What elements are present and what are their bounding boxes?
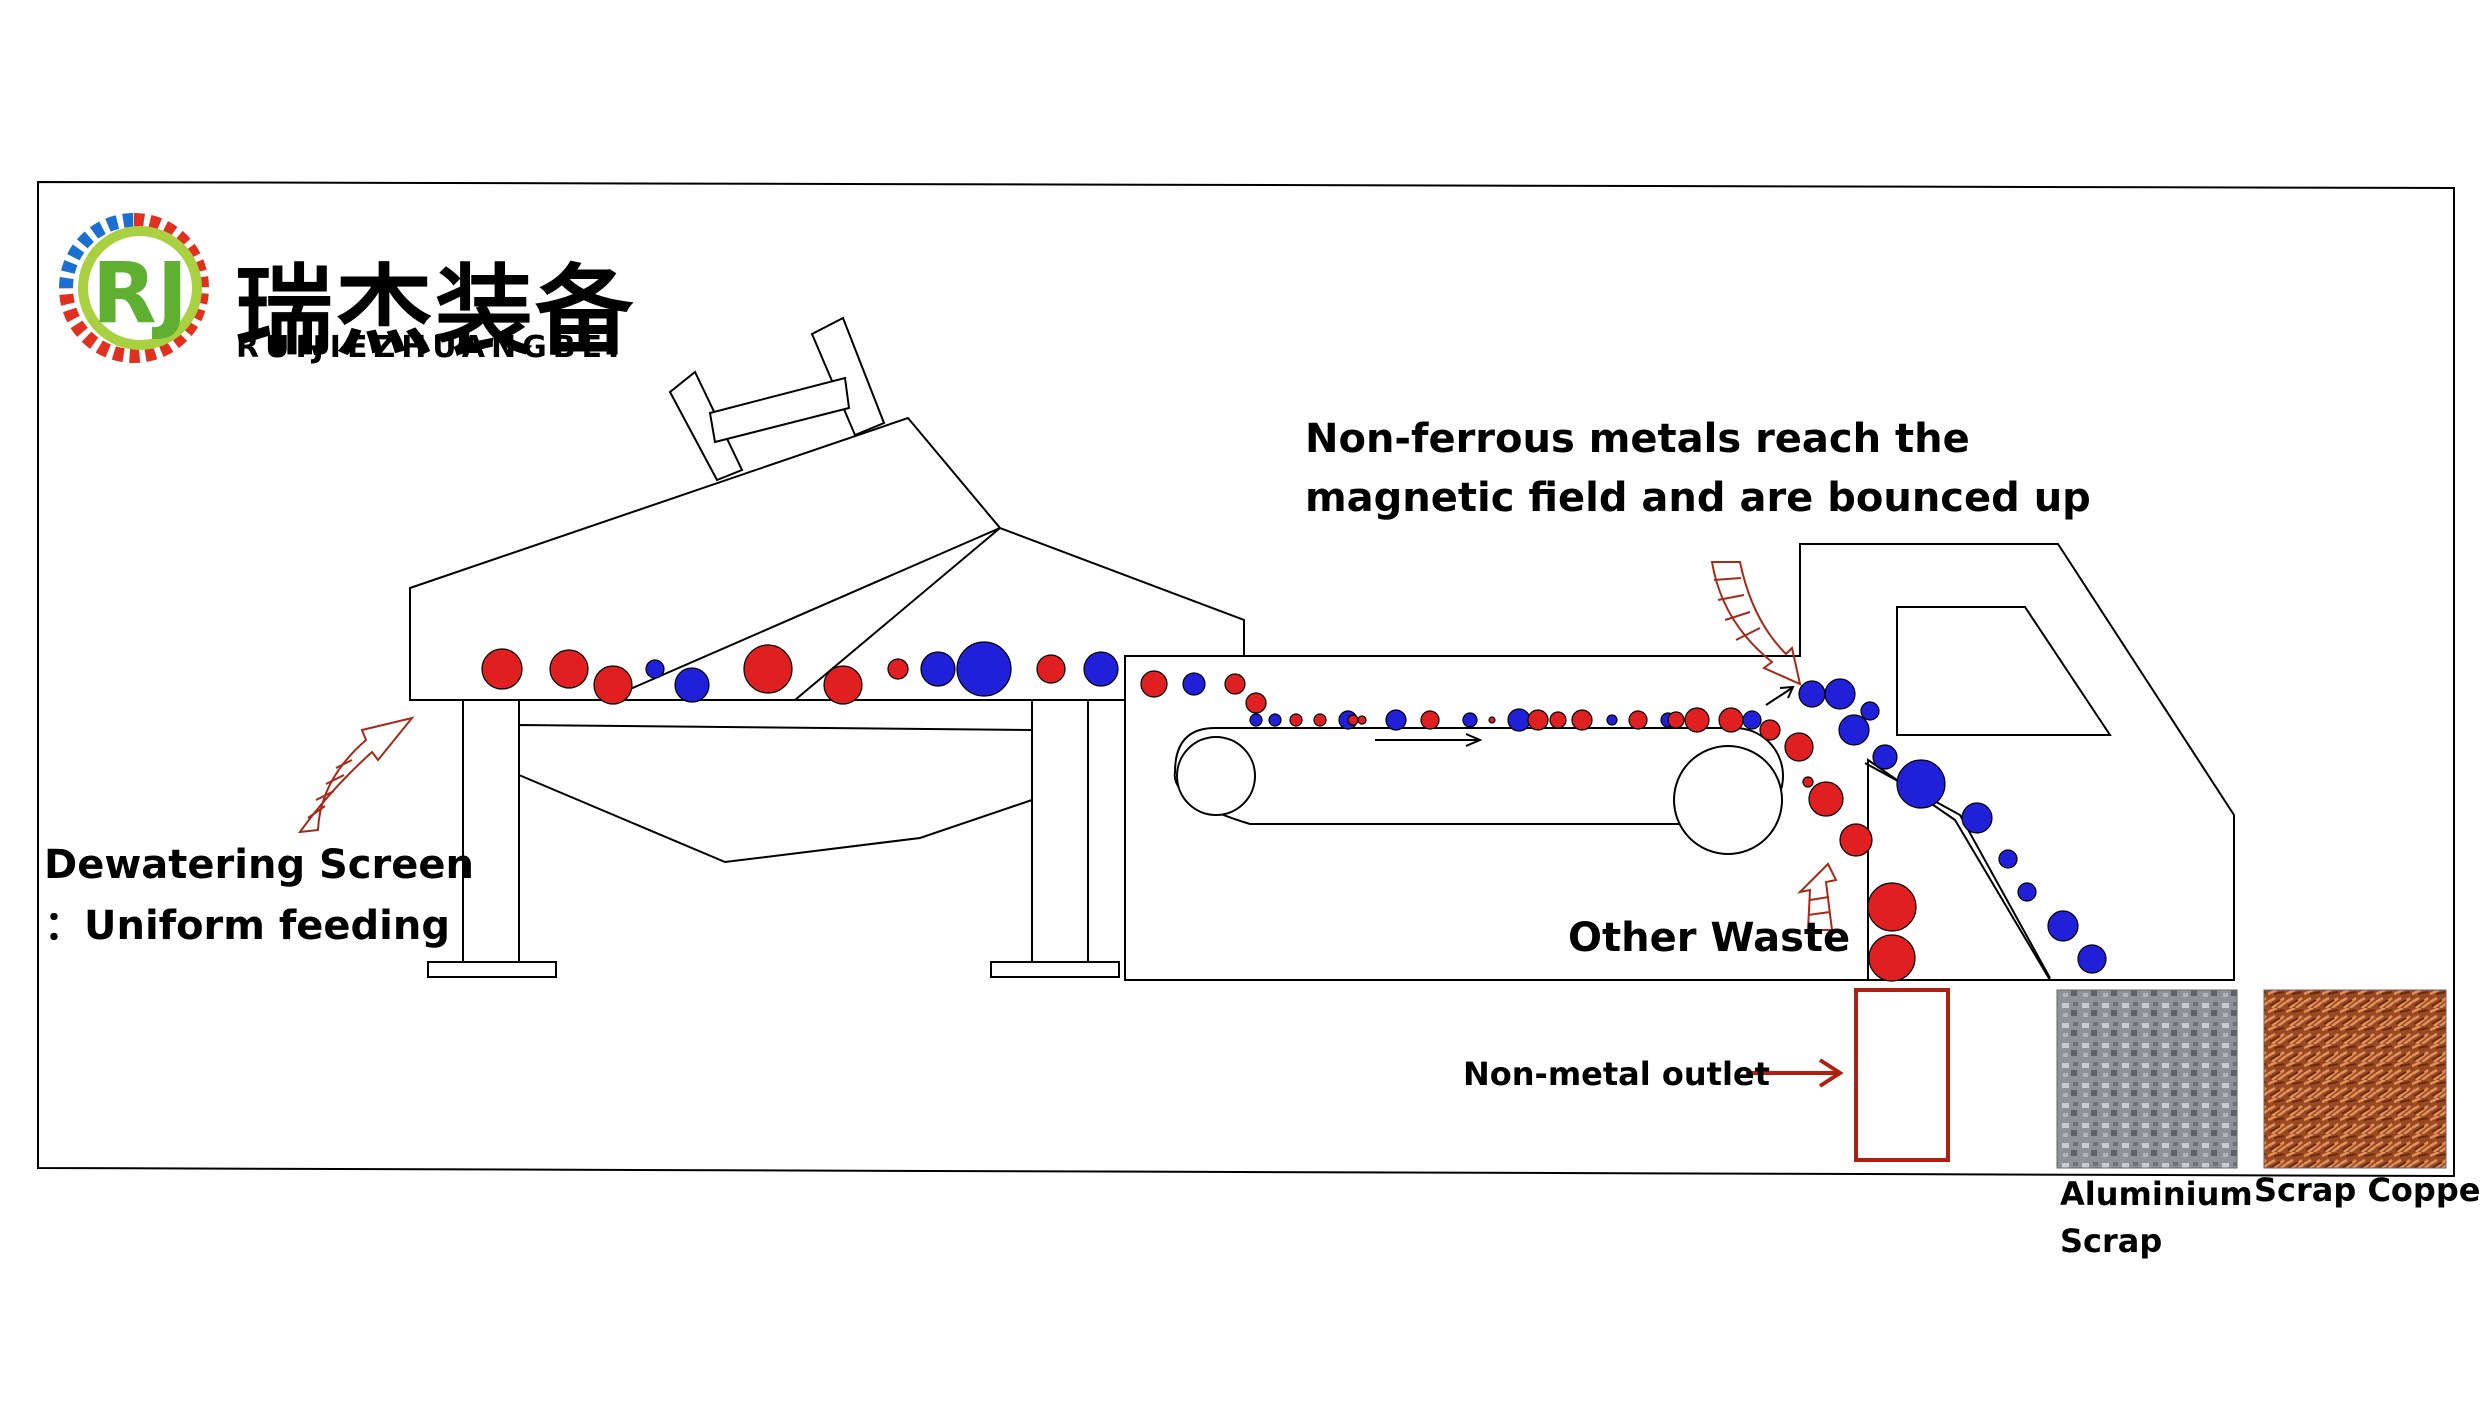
dewatering-screen-label: Dewatering Screen ：Uniform feeding [44,842,474,949]
logo-monogram: RJ [92,244,188,342]
diagram-frame [37,180,2455,1178]
aluminium-scrap-photo [2056,989,2238,1169]
scrap-copper-caption: Scrap Copper [2254,1171,2480,1209]
outlet-arrow [1746,1058,1844,1088]
aluminium-scrap-caption: Aluminium Scrap [2060,1175,2253,1260]
magnetic-field-arrow [1710,561,1802,686]
scrap-copper-photo [2263,989,2447,1169]
non-metal-outlet-label: Non-metal outlet [1463,1055,1770,1093]
dewatering-arrow [297,716,415,834]
non-metal-outlet-box [1854,988,1950,1162]
eddy-current-separator [1124,543,2235,981]
other-waste-label: Other Waste [1568,915,1851,961]
bounce-arrow [1765,685,1795,706]
logo-latin-name: RUIJIEZHUANGBEI [236,330,626,365]
particle-stream [481,641,2107,982]
logo-chinese-name: 瑞杰装备 [235,255,636,369]
magnetic-field-label: Non-ferrous metals reach the magnetic fi… [1305,416,2091,521]
other-waste-arrow [1796,862,1838,931]
dewatering-screen [409,316,1245,978]
gear-logo-icon: RJ [59,213,209,364]
